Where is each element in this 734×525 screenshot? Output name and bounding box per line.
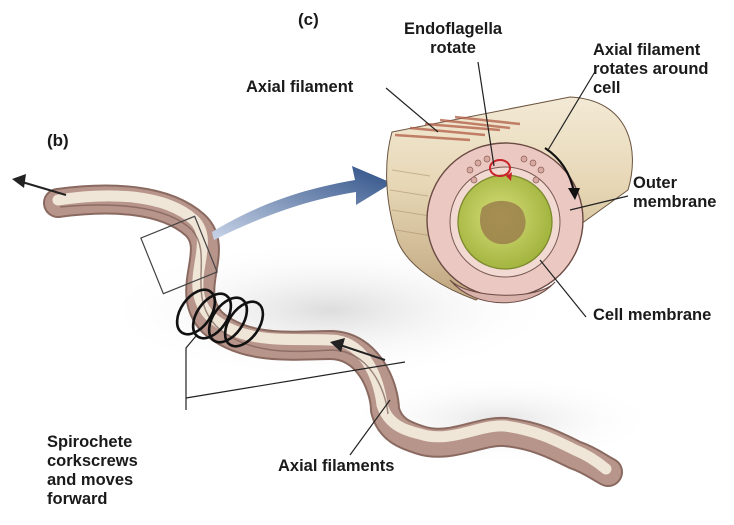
cross-section <box>387 97 633 303</box>
label-line: Spirochete <box>47 433 138 452</box>
label-line: rotate <box>404 39 502 58</box>
label-line: Endoflagella <box>404 20 502 39</box>
label-axial-filament: Axial filament <box>246 78 353 97</box>
label-line: and moves <box>47 471 138 490</box>
label-axial-filaments: Axial filaments <box>278 457 394 476</box>
label-line: rotates around <box>593 60 709 79</box>
label-line: corkscrews <box>47 452 138 471</box>
label-line: cell <box>593 79 709 98</box>
label-cell-membrane: Cell membrane <box>593 306 711 325</box>
label-outer-membrane: Outer membrane <box>633 174 716 212</box>
callout-arrow <box>212 166 392 240</box>
label-line: Outer <box>633 174 716 193</box>
label-line: membrane <box>633 193 716 212</box>
label-spirochete-corkscrews: Spirochete corkscrews and moves forward <box>47 433 138 509</box>
label-endoflagella-rotate: Endoflagella rotate <box>404 20 502 58</box>
label-axial-filament-rotates: Axial filament rotates around cell <box>593 41 709 98</box>
label-line: Axial filament <box>593 41 709 60</box>
panel-label-b: (b) <box>47 131 69 150</box>
panel-label-c: (c) <box>298 10 319 29</box>
label-line: forward <box>47 490 138 509</box>
